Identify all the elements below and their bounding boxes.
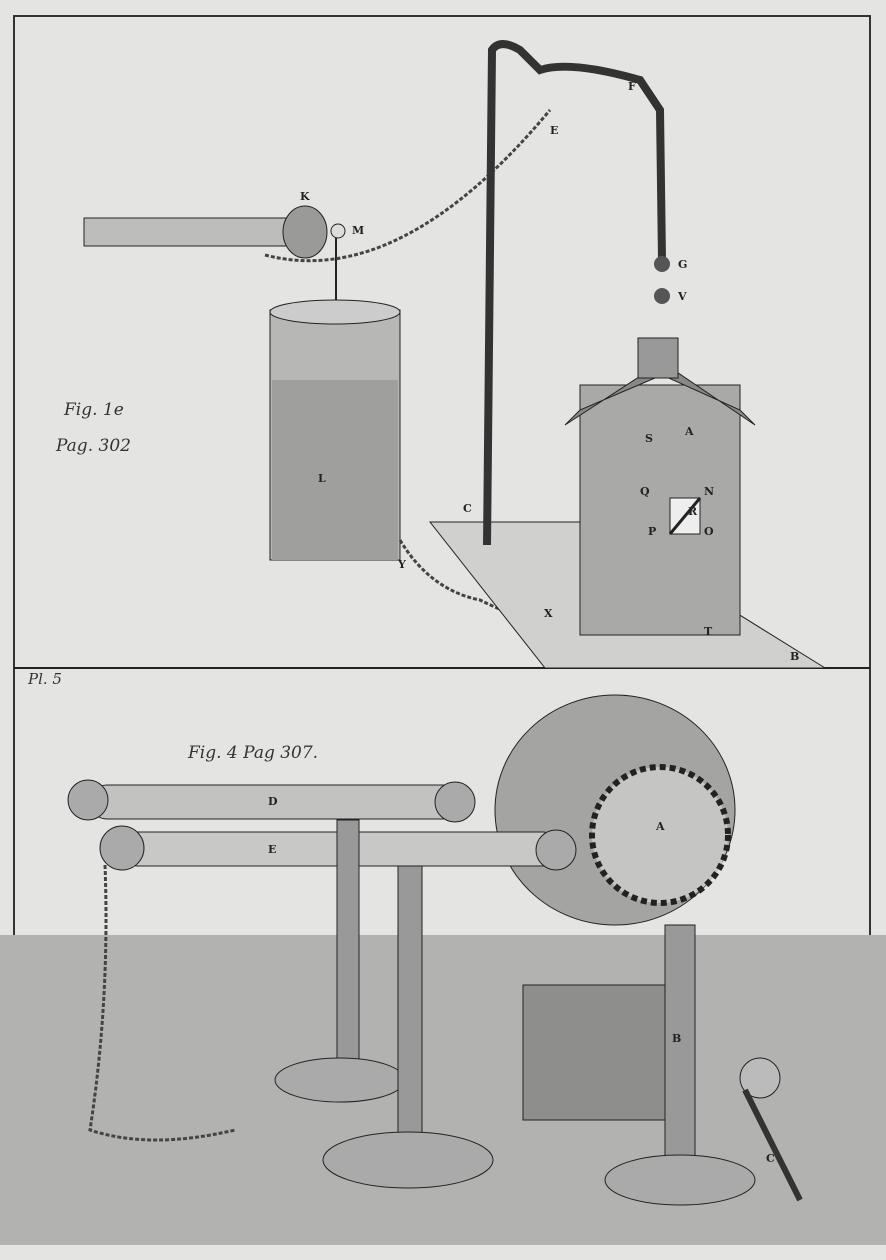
prime-conductor-rod [83,217,295,247]
label-e: E [550,124,559,137]
stand-rod [483,40,666,546]
label-s: S [645,432,653,445]
pillar-2 [397,865,423,1137]
label-n: N [704,485,715,498]
house-model [579,384,741,636]
chain-k-e [264,109,552,263]
label-m: M [352,224,365,237]
plate-number: Pl. 5 [28,670,62,688]
label-b: B [790,650,800,663]
ball-v [654,288,670,304]
label-g: G [678,258,688,271]
label-l: L [318,472,326,485]
label-k: K [300,190,310,203]
label-r: R [688,505,698,518]
conductor-ball-k [282,205,328,259]
label-q: Q [640,485,650,498]
label-c-fig4: C [766,1152,775,1165]
chain-fig4 [88,864,236,1142]
label-f: F [628,80,636,93]
label-a-fig4: A [656,820,665,833]
label-d: D [268,795,278,808]
fig1-page: Pag. 302 [56,436,131,456]
label-v: V [678,290,687,303]
label-o: O [704,525,714,538]
label-b-fig4: B [672,1032,682,1045]
label-y: Y [398,558,406,571]
machine-box [522,984,669,1121]
wheel-a [589,764,731,906]
crank-handle [742,1088,803,1202]
crank-wheel [739,1057,781,1099]
jar-water [272,380,398,560]
label-a: A [685,425,694,438]
pillar-b [664,924,696,1166]
label-t: T [704,625,713,638]
ball-m [330,223,346,239]
label-x: X [544,607,553,620]
pillar-1 [336,819,360,1061]
fig4-caption: Fig. 4 Pag 307. [188,743,319,763]
fig1-caption: Fig. 1e [64,400,124,420]
label-e-fig4: E [268,843,277,856]
label-c: C [463,502,472,515]
ball-g [654,256,670,272]
label-p: P [648,525,657,538]
